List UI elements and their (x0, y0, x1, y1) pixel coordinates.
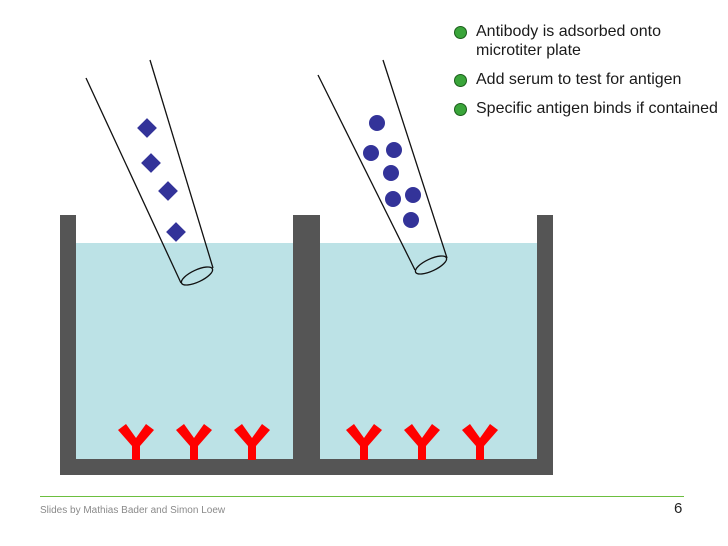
bullet-item: Specific antigen binds if contained (454, 99, 724, 118)
bullet-item: Antibody is adsorbed onto microtiter pla… (454, 22, 724, 60)
pipette-right (317, 59, 448, 275)
footer-divider (40, 496, 684, 497)
bullet-text: Add serum to test for antigen (476, 71, 682, 88)
plate-bottom (60, 459, 553, 475)
antigen-circle-icon (385, 191, 401, 207)
antigen-diamond-icon (158, 181, 178, 201)
liquid-left-well (76, 243, 293, 459)
antibody-y-icon (462, 424, 498, 460)
antibody-y-icon (118, 424, 154, 460)
antigen-diamond-icon (141, 153, 161, 173)
liquid-right-well (320, 243, 537, 459)
bullet-dot-icon (454, 26, 467, 39)
plate-wall-left (60, 215, 76, 475)
antigen-diamond-icon (166, 222, 186, 242)
antigen-circle-icon (386, 142, 402, 158)
plate-wall-middle (293, 215, 320, 475)
antigen-circle-icon (369, 115, 385, 131)
antibody-y-icon (346, 424, 382, 460)
antigens-circles (363, 115, 421, 228)
bullet-text: Specific antigen binds if contained (476, 100, 718, 117)
antigen-circle-icon (383, 165, 399, 181)
antigen-circle-icon (403, 212, 419, 228)
pipette-left (85, 59, 214, 286)
bullet-item: Add serum to test for antigen (454, 70, 724, 89)
antibody-y-icon (176, 424, 212, 460)
antibody-y-icon (234, 424, 270, 460)
antigen-circle-icon (405, 187, 421, 203)
plate-wall-right (537, 215, 553, 475)
antibody-y-icon (404, 424, 440, 460)
bullet-text: Antibody is adsorbed onto microtiter pla… (476, 23, 662, 59)
antigen-circle-icon (363, 145, 379, 161)
antibodies (118, 424, 498, 460)
antigen-diamond-icon (137, 118, 157, 138)
bullet-list: Antibody is adsorbed onto microtiter pla… (454, 22, 724, 128)
antigens-diamonds (137, 118, 186, 242)
page-number: 6 (674, 500, 683, 517)
footer-credit: Slides by Mathias Bader and Simon Loew (40, 505, 226, 516)
bullet-dot-icon (454, 103, 467, 116)
bullet-dot-icon (454, 74, 467, 87)
